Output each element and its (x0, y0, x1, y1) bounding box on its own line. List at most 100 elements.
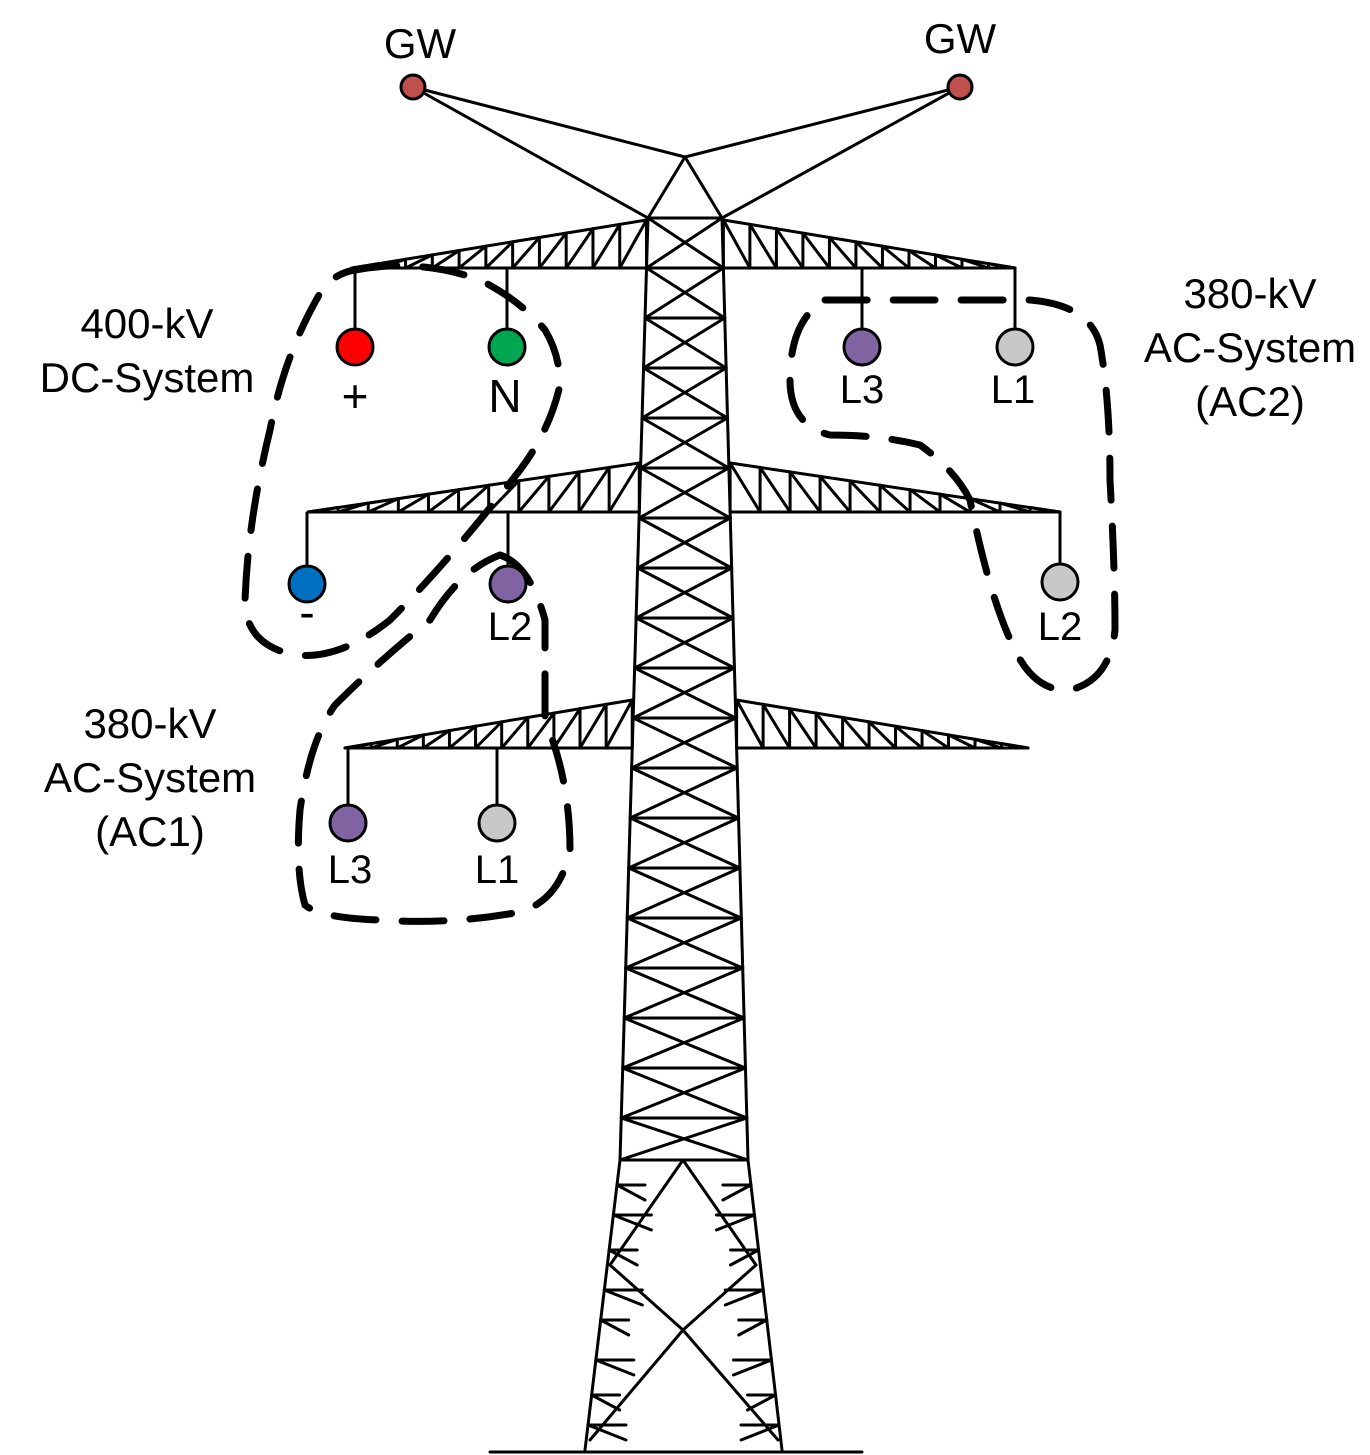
arm-bottom-truss (343, 742, 373, 750)
dc-negative-label: - (299, 586, 314, 638)
mast-brace (624, 916, 743, 970)
arm-bottom-truss (500, 715, 530, 750)
ac1-system-label-name: AC-System (44, 754, 256, 801)
ac2-l2-conductor (1040, 562, 1080, 602)
base-brace (731, 1358, 773, 1377)
arm-top-truss (748, 222, 778, 270)
arm-bottom-truss (788, 707, 818, 750)
arm-top-truss (960, 257, 990, 270)
base-brace (721, 1183, 753, 1202)
arm-top-truss (986, 262, 1017, 270)
arm-bottom-truss (1000, 742, 1030, 750)
base-brace (594, 1358, 636, 1377)
arm-middle-truss (818, 474, 852, 514)
base-diamond (608, 1158, 685, 1267)
arm-middle-truss (547, 470, 581, 514)
arm-bottom-truss (447, 724, 478, 750)
arm-middle-truss (998, 501, 1032, 514)
ac2-system-label-name: AC-System (1144, 324, 1356, 371)
arm-middle-truss (396, 492, 430, 514)
ac2-l2-label: L2 (1038, 605, 1083, 649)
dc-negative-conductor (287, 564, 327, 604)
mast-brace (633, 616, 735, 670)
ac1-l3-label: L3 (328, 848, 373, 892)
arm-middle-truss (457, 483, 491, 514)
base-brace (586, 1423, 628, 1442)
arm-top-truss (564, 227, 595, 270)
ac2-system-label-tag: (AC2) (1195, 378, 1305, 425)
ac1-l3-conductor (328, 803, 368, 843)
mast-left-edge (618, 216, 650, 1162)
arm-top-truss (854, 240, 884, 270)
gw-stay (683, 85, 962, 159)
conductors (287, 268, 1080, 843)
arm-middle-truss (788, 470, 822, 514)
arm-bottom-truss (604, 698, 634, 750)
mast-brace (634, 566, 734, 620)
arm-bottom-truss (920, 729, 951, 750)
base-diamond (681, 1158, 758, 1267)
mast-brace (628, 766, 739, 820)
leg-left-edge (583, 1158, 622, 1452)
arm-middle-truss (878, 483, 912, 514)
dc-neutral-conductor (487, 327, 527, 367)
arm-bottom-truss (894, 724, 924, 750)
arm-top-truss (537, 231, 568, 270)
base-brace (737, 1318, 769, 1337)
arm-bottom-truss (421, 729, 451, 750)
ground-wire-right (946, 73, 974, 101)
dc-system-label-voltage: 400-kV (80, 300, 213, 347)
arm-bottom-truss (474, 720, 504, 750)
mast-brace (637, 466, 731, 520)
base-brace (714, 1213, 756, 1232)
arm-bottom-truss (814, 711, 845, 750)
mast-brace (630, 716, 738, 770)
mast-brace (636, 516, 732, 570)
arm-middle-truss (758, 465, 792, 514)
mast-brace (640, 366, 728, 420)
base-brace (746, 1393, 778, 1412)
base-brace (615, 1183, 647, 1202)
arm-middle-truss (1028, 506, 1062, 514)
base-brace (723, 1288, 765, 1307)
peak-left (646, 155, 687, 220)
arm-top-truss (774, 227, 805, 270)
arm-middle-truss (306, 506, 340, 514)
arm-bottom-truss (526, 711, 556, 750)
dc-positive-conductor (335, 327, 375, 367)
gw-stay (411, 85, 687, 159)
leg-right-edge (746, 1158, 784, 1452)
mast-right-edge (720, 216, 750, 1162)
arm-bottom-truss (841, 715, 871, 750)
base-diamond (681, 1263, 758, 1332)
ac2-l3-label: L3 (840, 368, 885, 412)
ac2-system-label-voltage: 380-kV (1183, 270, 1316, 317)
arm-middle-truss (336, 501, 370, 514)
ground-wire-left-label: GW (384, 20, 457, 67)
arm-top-truss (484, 240, 515, 270)
ac1-system-label-voltage: 380-kV (83, 700, 216, 747)
mast-brace (618, 1116, 749, 1162)
mast-brace (643, 266, 725, 320)
ac1-system-boundary (294, 551, 574, 925)
arm-bottom-truss (867, 720, 898, 750)
base-leg-brace (588, 1328, 685, 1442)
arm-middle-truss (426, 488, 461, 514)
arm-top-truss (933, 253, 964, 270)
arm-top-truss (430, 249, 461, 270)
arm-bottom-truss (369, 737, 399, 750)
arm-top-truss (827, 235, 858, 270)
arm-middle-truss (366, 497, 400, 514)
ac2-l3-conductor (842, 327, 882, 367)
mast-brace (627, 816, 741, 870)
base-brace (599, 1318, 631, 1337)
ac2-l1-conductor (995, 327, 1035, 367)
base-brace (729, 1248, 761, 1267)
arm-bottom-truss (578, 702, 608, 750)
ac2-l1-label: L1 (991, 368, 1036, 412)
base-brace (602, 1288, 644, 1307)
mast-brace (619, 1066, 747, 1120)
gw-stay (411, 85, 650, 220)
arm-top-truss (591, 222, 622, 270)
